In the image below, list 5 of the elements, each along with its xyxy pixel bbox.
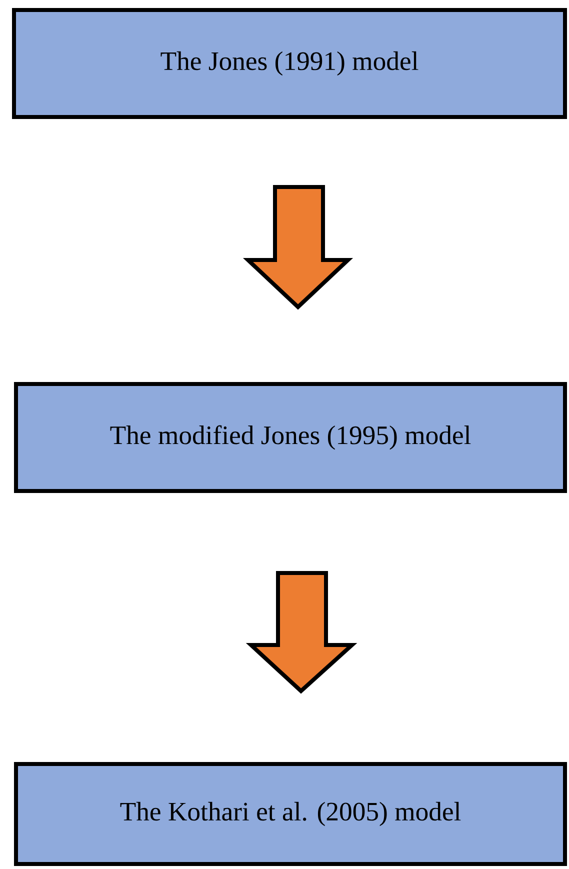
- process-box: The Jones (1991) model: [12, 8, 567, 119]
- process-box: The modified Jones (1995) model: [14, 382, 567, 493]
- block-arrow: [242, 185, 354, 310]
- block-arrow: [246, 571, 358, 694]
- process-box: The Kothari et al. (2005) model: [14, 762, 567, 866]
